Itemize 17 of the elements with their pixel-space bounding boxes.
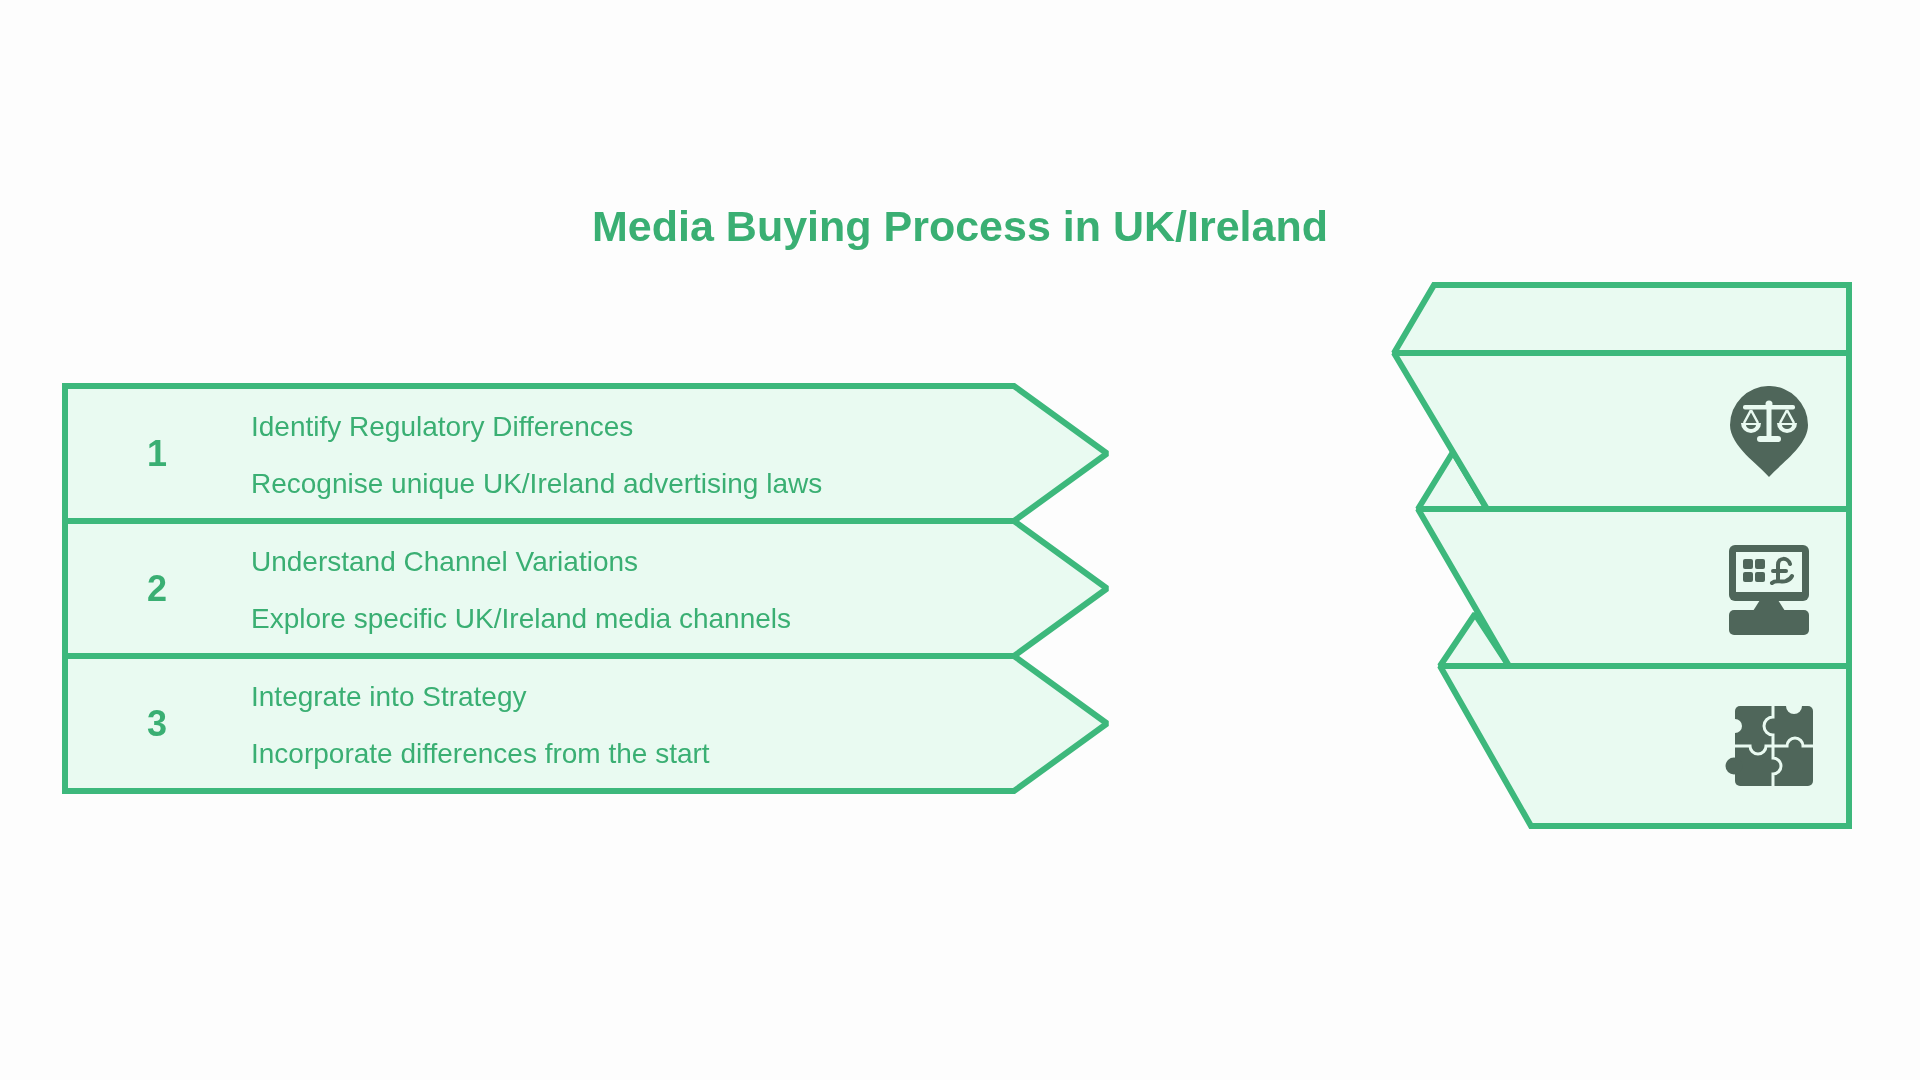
step-banner: [61, 382, 1111, 521]
step-description: Recognise unique UK/Ireland advertising laws: [251, 468, 823, 500]
step-banner: [61, 656, 1111, 795]
step-title: Identify Regulatory Differences: [251, 411, 634, 443]
step-description: Explore specific UK/Ireland media channels: [251, 603, 792, 635]
stacked-panel: [1414, 509, 1853, 666]
top-panel: [1390, 281, 1853, 353]
step-banner: [61, 521, 1111, 656]
step-description: Incorporate differences from the start: [251, 738, 710, 770]
step-number: 3: [147, 703, 167, 744]
diagram-title: Media Buying Process in UK/Ireland: [592, 201, 1328, 252]
step-title: Understand Channel Variations: [251, 546, 639, 578]
stacked-panel: [1436, 666, 1853, 830]
step-number: 2: [147, 568, 167, 609]
stacked-panel: [1390, 353, 1853, 509]
step-number: 1: [147, 433, 167, 474]
step-title: Integrate into Strategy: [251, 681, 527, 713]
